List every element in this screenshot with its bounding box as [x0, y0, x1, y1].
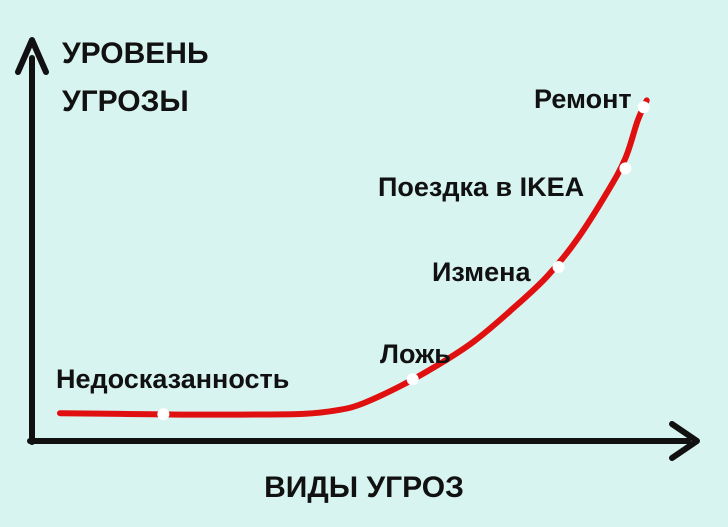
point-marker-nedoskazannost — [157, 408, 170, 421]
point-label-remont: Ремонт — [534, 84, 632, 114]
point-label-lozh: Ложь — [380, 339, 451, 369]
y-axis-arrowhead — [15, 37, 49, 75]
point-label-izmena: Измена — [432, 257, 531, 287]
point-marker-lozh — [406, 373, 419, 386]
point-markers — [157, 101, 650, 421]
y-axis-title-line-1: УРОВЕНЬ — [62, 37, 209, 70]
x-axis-arrowhead — [669, 421, 700, 461]
x-axis-title: ВИДЫ УГРОЗ — [264, 471, 464, 504]
point-marker-poezdka-ikea — [619, 162, 632, 175]
point-marker-izmena — [552, 261, 565, 273]
point-label-nedoskazannost: Недосказанность — [56, 364, 289, 394]
point-marker-remont — [637, 101, 650, 114]
y-axis-title-line-2: УГРОЗЫ — [62, 85, 189, 118]
point-label-poezdka-ikea: Поездка в IKEA — [378, 172, 584, 202]
threat-curve-line — [57, 97, 650, 418]
